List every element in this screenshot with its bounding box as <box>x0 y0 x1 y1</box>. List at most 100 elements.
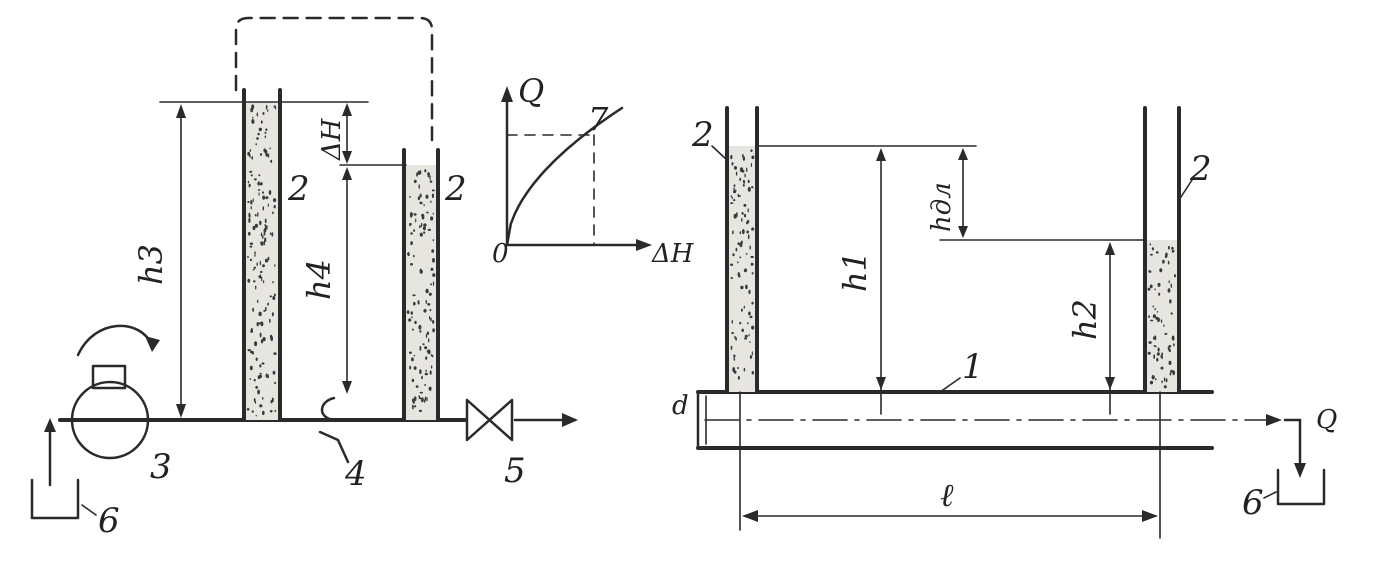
fluid-dot <box>430 267 434 271</box>
fluid-dot <box>733 190 737 194</box>
fluid-dot <box>258 127 262 132</box>
fluid-dot <box>1161 380 1163 384</box>
fluid-dot <box>252 116 254 119</box>
fluid-dot <box>425 369 427 373</box>
fluid-dot <box>423 309 427 313</box>
h2-dimension: h2 <box>1066 242 1115 415</box>
fluid-dot <box>411 357 414 362</box>
fluid-dot <box>743 203 747 207</box>
fluid-dot <box>262 396 264 400</box>
fluid-dot <box>259 153 263 156</box>
fluid-dot <box>413 301 416 306</box>
fluid-dot <box>264 224 266 227</box>
fluid-dot <box>264 227 268 230</box>
fluid-dot <box>251 351 254 355</box>
fluid-dot <box>265 128 268 131</box>
fluid-dot <box>425 288 429 294</box>
fluid-dot <box>252 307 255 312</box>
fluid-dot <box>424 383 426 387</box>
fluid-dot <box>1149 243 1152 246</box>
drain-leader <box>81 504 97 516</box>
fluid-dot <box>428 386 432 391</box>
fluid-dot <box>745 284 748 290</box>
fluid-dot <box>267 109 269 112</box>
fluid-dot <box>250 328 253 333</box>
fluid-dot <box>409 212 413 217</box>
fluid-dot <box>731 162 734 166</box>
fluid-dot <box>249 365 253 371</box>
fluid-dot <box>427 303 431 306</box>
pump: 3 <box>70 324 172 487</box>
fluid-dot <box>415 218 417 223</box>
fluid-dot <box>249 149 252 153</box>
fluid-dot <box>1153 354 1156 359</box>
fluid-dot <box>734 335 736 339</box>
fluid-dot <box>746 220 750 224</box>
fluid-dot <box>428 338 430 343</box>
fluid-dot <box>730 195 732 198</box>
fluid-dot <box>1165 252 1168 258</box>
tube-number-left: 2 <box>287 169 310 209</box>
fluid-dot <box>1163 324 1165 328</box>
fluid-dot <box>422 343 425 346</box>
fluid-dot <box>419 345 422 351</box>
fluid-dot <box>425 356 428 360</box>
fluid-dot <box>1157 282 1161 287</box>
fluid-dot <box>409 222 411 227</box>
fluid-dot <box>262 337 266 342</box>
fluid-dot <box>263 309 266 312</box>
fluid-dot <box>409 196 411 198</box>
h1-label: h1 <box>836 251 874 292</box>
pipe-leader <box>939 377 961 393</box>
fluid-dot <box>730 345 733 350</box>
drain-tank-left: 6 <box>30 478 120 541</box>
fluid-dot <box>732 253 735 257</box>
fluid-dot <box>260 120 263 124</box>
fluid-dot <box>249 258 253 262</box>
fluid-dot <box>262 280 265 284</box>
fluid-dot <box>261 362 265 365</box>
fluid-dot <box>424 372 428 376</box>
fluid-dot <box>410 222 412 226</box>
fluid-dot <box>258 174 261 177</box>
fluid-dot <box>410 311 413 315</box>
fluid-dot <box>412 294 416 297</box>
fluid-dot <box>413 254 415 258</box>
fluid-dot <box>744 173 746 178</box>
fluid-dot <box>259 332 262 338</box>
fluid-dot <box>249 154 251 158</box>
fluid-dot <box>430 200 432 203</box>
graph-x-label: ΔH <box>651 239 695 269</box>
fluid-dot <box>260 232 262 237</box>
fluid-texture <box>730 149 755 380</box>
fluid-dot <box>741 212 744 215</box>
fluid-dot <box>730 154 733 160</box>
fluid-dot <box>733 187 735 191</box>
graph-curve <box>505 106 624 247</box>
fluid-dot <box>264 237 267 243</box>
fluid-dot <box>428 292 432 296</box>
fluid-dot <box>1168 344 1172 348</box>
fluid-dot <box>1148 341 1152 344</box>
fluid-dot <box>740 240 743 245</box>
fluid-dot <box>430 283 433 286</box>
graph-y-label: Q <box>518 72 544 110</box>
graph-x-arrow <box>636 239 652 251</box>
fluid-dot <box>750 255 754 259</box>
fluid-dot <box>1147 351 1151 355</box>
restriction-leader <box>318 430 350 464</box>
fluid-dot <box>255 385 258 389</box>
fluid-dot <box>419 369 422 375</box>
fluid-dot <box>432 273 436 277</box>
fluid-dot <box>412 404 414 410</box>
fluid-dot <box>749 315 753 319</box>
fluid-dot <box>247 151 251 156</box>
fluid-dot <box>750 262 754 266</box>
fluid-dot <box>751 186 754 189</box>
graph-curve-number: 7 <box>588 100 609 138</box>
fluid-dot <box>427 172 430 176</box>
fluid-dot <box>250 200 253 205</box>
h4-arrow-top <box>342 167 352 180</box>
h4-label: h4 <box>300 259 338 300</box>
fluid-dot <box>248 217 251 223</box>
